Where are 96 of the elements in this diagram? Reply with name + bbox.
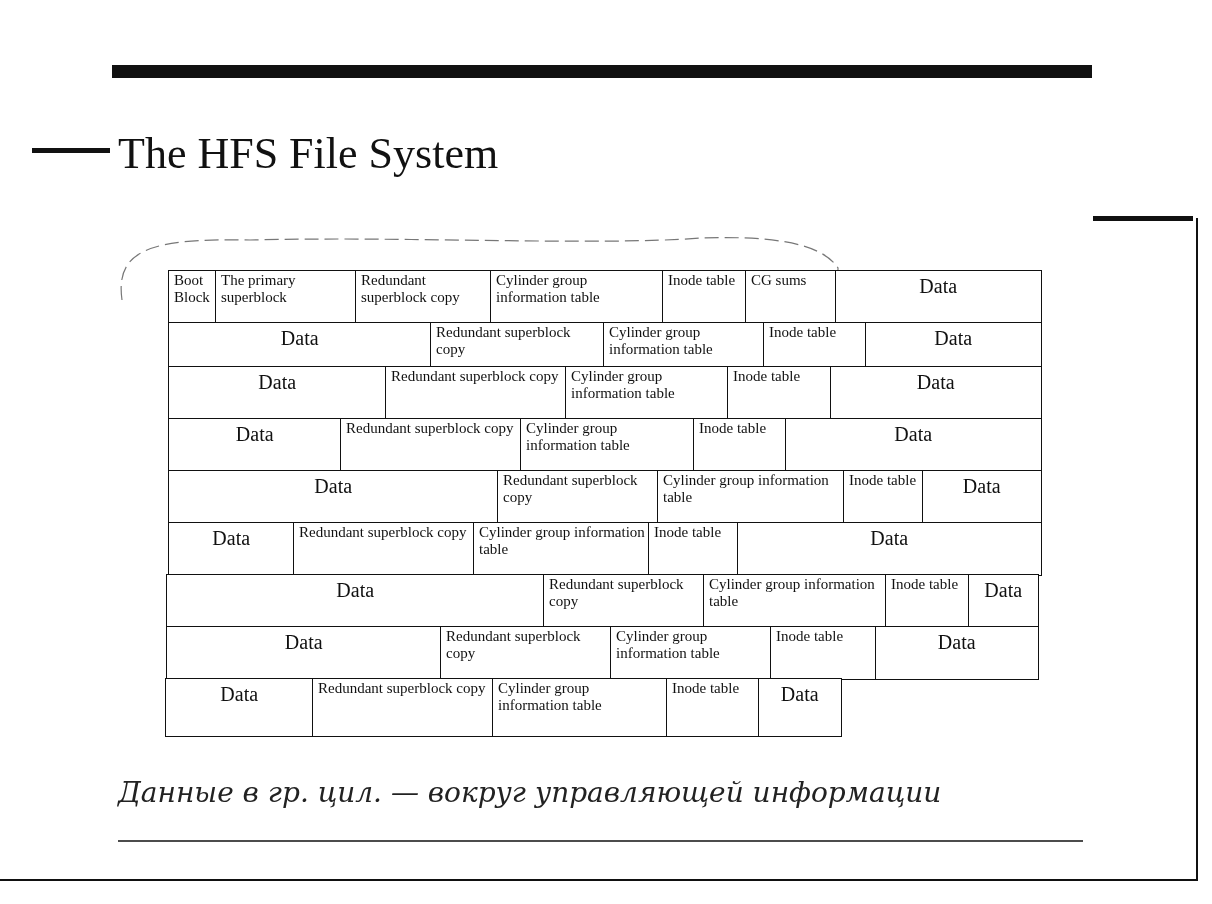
memory-block [727, 366, 832, 420]
block-label: Cylinder group information table [526, 420, 631, 454]
block-label: Cylinder group information table [663, 472, 830, 506]
slide-title: The HFS File System [118, 128, 499, 179]
memory-block [830, 366, 1042, 420]
block-label: Inode table [672, 680, 741, 697]
memory-block [168, 470, 499, 524]
block-label: Data [936, 631, 977, 653]
memory-block [763, 322, 867, 368]
memory-block [770, 626, 877, 680]
memory-block [968, 574, 1039, 628]
block-label: Inode table [654, 524, 723, 541]
memory-block [737, 522, 1042, 576]
block-label: Data [234, 423, 275, 445]
block-label: Inode table [776, 628, 845, 645]
block-label: Redundant superblock copy [318, 680, 487, 697]
block-label: Inode table [769, 324, 838, 341]
memory-block [520, 418, 695, 472]
memory-block [885, 574, 970, 628]
memory-block [168, 366, 387, 420]
block-label: Redundant superblock copy [361, 272, 461, 306]
block-label: Redundant superblock copy [299, 524, 468, 541]
block-label: Cylinder group information table [709, 576, 876, 610]
memory-block [785, 418, 1042, 472]
memory-block [693, 418, 787, 472]
block-label: Data [335, 579, 376, 601]
memory-block [565, 366, 729, 420]
block-label: Cylinder group information table [496, 272, 601, 306]
memory-block [497, 470, 659, 524]
memory-block [662, 270, 747, 324]
memory-block [543, 574, 705, 628]
memory-block [490, 270, 664, 324]
memory-block [168, 322, 432, 368]
memory-block [215, 270, 357, 324]
block-label: Data [257, 371, 298, 393]
memory-block [385, 366, 567, 420]
block-label: Redundant superblock copy [391, 368, 560, 385]
block-label: Redundant superblock copy [436, 324, 572, 358]
memory-block [703, 574, 887, 628]
memory-block [355, 270, 492, 324]
block-label: Cylinder group information table [616, 628, 721, 662]
memory-block [603, 322, 765, 368]
memory-block [166, 626, 442, 680]
block-label: Boot Block [174, 272, 211, 306]
memory-block [657, 470, 845, 524]
block-label: Data [893, 423, 934, 445]
block-label: Data [313, 475, 354, 497]
memory-block [165, 678, 314, 737]
block-label: Data [219, 683, 260, 705]
block-label: The primary superblock [221, 272, 297, 306]
block-label: Data [279, 327, 320, 349]
block-label: Inode table [733, 368, 802, 385]
block-label: Cylinder group information table [498, 680, 603, 714]
block-label: Data [918, 275, 959, 297]
memory-block [745, 270, 837, 324]
memory-block [492, 678, 668, 737]
memory-block [340, 418, 522, 472]
memory-block [648, 522, 739, 576]
memory-block [835, 270, 1042, 324]
memory-block [610, 626, 772, 680]
block-label: Data [869, 527, 910, 549]
memory-block [666, 678, 760, 737]
block-label: Data [283, 631, 324, 653]
memory-block [440, 626, 612, 680]
block-label: Redundant superblock copy [503, 472, 639, 506]
memory-block [875, 626, 1039, 680]
memory-block [312, 678, 494, 737]
block-label: Cylinder group information table [571, 368, 676, 402]
block-label: Data [961, 475, 1002, 497]
block-label: Data [779, 683, 820, 705]
memory-block [168, 522, 295, 576]
memory-block [843, 470, 924, 524]
block-label: Cylinder group information table [479, 524, 646, 558]
block-label: Inode table [699, 420, 768, 437]
memory-block [166, 574, 545, 628]
block-label: Inode table [891, 576, 960, 593]
block-label: Inode table [849, 472, 918, 489]
block-label: CG sums [751, 272, 808, 289]
memory-block [922, 470, 1042, 524]
block-label: Redundant superblock copy [446, 628, 582, 662]
block-label: Data [915, 371, 956, 393]
memory-block [168, 418, 342, 472]
memory-block [865, 322, 1042, 368]
memory-block [168, 270, 217, 324]
block-label: Data [983, 579, 1024, 601]
memory-block [293, 522, 475, 576]
block-label: Redundant superblock copy [346, 420, 515, 437]
block-label: Inode table [668, 272, 737, 289]
block-label: Data [933, 327, 974, 349]
handwritten-note: Данные в гр. цил. — вокруг управляющей информации [118, 776, 943, 810]
block-label: Redundant superblock copy [549, 576, 685, 610]
memory-block [758, 678, 842, 737]
memory-block [430, 322, 605, 368]
block-label: Cylinder group information table [609, 324, 714, 358]
block-label: Data [211, 527, 252, 549]
memory-block [473, 522, 650, 576]
